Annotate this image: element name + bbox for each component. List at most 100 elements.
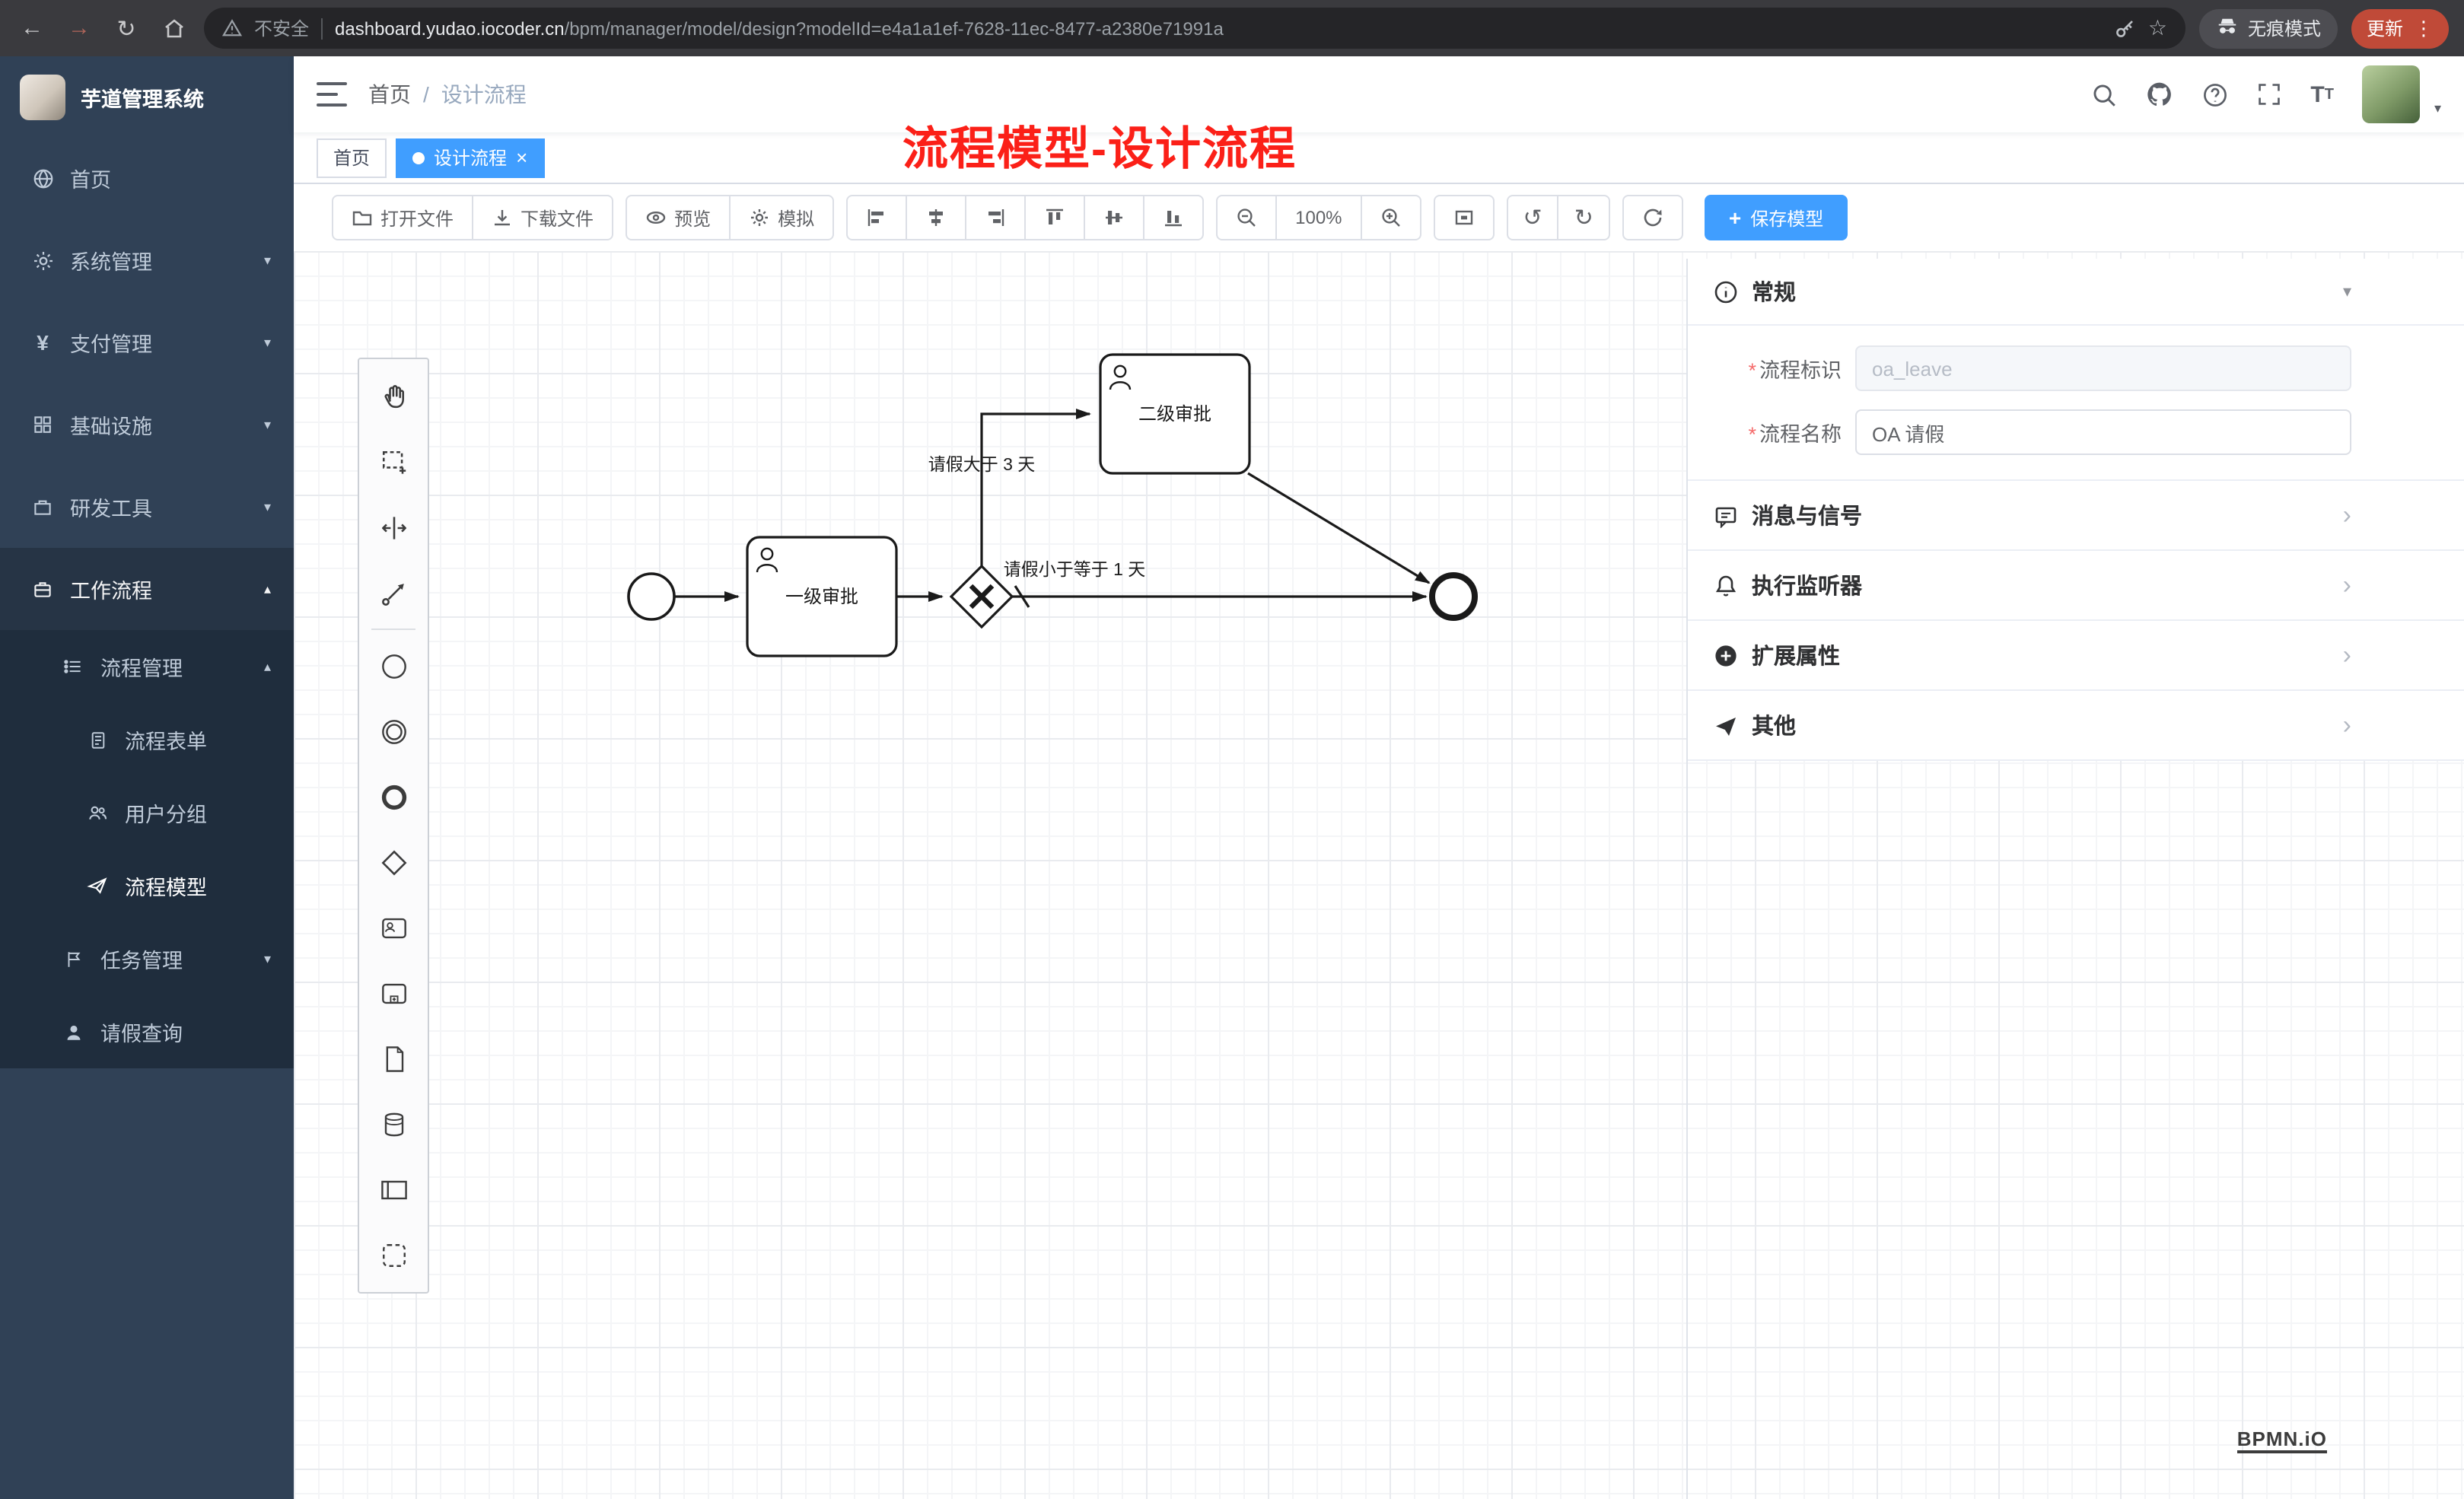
tag-design-process[interactable]: 设计流程 ×	[396, 138, 545, 177]
zoom-out-icon[interactable]	[1216, 195, 1278, 240]
align-middle-icon[interactable]	[1084, 195, 1145, 240]
task-second-approval[interactable]: 二级审批	[1099, 353, 1251, 475]
sidebar-item-label: 流程模型	[125, 877, 207, 899]
required-asterisk: *	[1748, 359, 1756, 382]
forward-icon[interactable]: →	[68, 15, 91, 41]
properties-panel: 常规 ▾ *流程标识 *流程名称	[1686, 259, 2464, 1499]
sidebar-item-payment[interactable]: ¥ 支付管理 ▾	[0, 301, 294, 384]
open-file-button[interactable]: 打开文件	[332, 195, 474, 240]
properties-section-listeners[interactable]: 执行监听器 ›	[1688, 551, 2464, 621]
toolbox-icon	[30, 495, 55, 519]
back-icon[interactable]: ←	[21, 15, 43, 41]
global-connect-tool-icon[interactable]	[359, 560, 428, 625]
browser-home-icon[interactable]	[157, 11, 190, 45]
undo-icon[interactable]: ↺	[1506, 195, 1559, 240]
save-model-button[interactable]: + 保存模型	[1704, 195, 1848, 240]
align-top-icon[interactable]	[1024, 195, 1086, 240]
exclusive-gateway[interactable]	[949, 564, 1014, 629]
user-task-icon[interactable]	[359, 895, 428, 960]
align-center-icon[interactable]	[906, 195, 967, 240]
plus-icon: +	[1728, 205, 1742, 230]
zoom-in-icon[interactable]	[1360, 195, 1421, 240]
user-task-icon	[756, 547, 778, 573]
group-icon[interactable]	[359, 1222, 428, 1287]
person-icon	[61, 1020, 85, 1044]
field-process-key: *流程标识	[1714, 345, 2351, 391]
caret-down-icon[interactable]: ▾	[2434, 100, 2441, 116]
end-event[interactable]	[1429, 572, 1478, 621]
preview-button[interactable]: 预览	[626, 195, 731, 240]
start-event[interactable]	[627, 572, 676, 621]
properties-section-other[interactable]: 其他 ›	[1688, 691, 2464, 761]
field-label: *流程标识	[1748, 359, 1842, 382]
task-first-approval[interactable]: 一级审批	[746, 536, 898, 657]
space-tool-icon[interactable]	[359, 495, 428, 560]
tag-home[interactable]: 首页	[317, 138, 387, 177]
sidebar-item-workflow[interactable]: 工作流程 ▴	[0, 548, 294, 630]
avatar[interactable]	[2362, 65, 2421, 123]
sidebar-item-label: 工作流程	[70, 580, 152, 603]
lasso-tool-icon[interactable]	[359, 429, 428, 495]
align-right-icon[interactable]	[965, 195, 1027, 240]
properties-section-general[interactable]: 常规 ▾	[1688, 259, 2464, 326]
default-flow-marker	[1014, 585, 1030, 608]
search-icon[interactable]	[2091, 81, 2117, 107]
sidebar-item-process-form[interactable]: 流程表单	[0, 703, 294, 776]
fullscreen-icon[interactable]	[2257, 82, 2281, 107]
process-name-input[interactable]	[1855, 409, 2351, 455]
bookmark-star-icon[interactable]: ☆	[2147, 15, 2167, 40]
bpmn-io-watermark[interactable]: BPMN.iO	[2236, 1427, 2327, 1453]
bpmn-canvas[interactable]: 请假大于 3 天 请假小于等于 1 天 一级审批	[294, 251, 2464, 1499]
github-icon[interactable]	[2146, 81, 2173, 108]
align-left-icon[interactable]	[846, 195, 908, 240]
restart-icon[interactable]	[1622, 195, 1683, 240]
download-file-button[interactable]: 下载文件	[472, 195, 614, 240]
sidebar-item-task-mgmt[interactable]: 任务管理 ▾	[0, 922, 294, 995]
address-bar[interactable]: 不安全 dashboard.yudao.iocoder.cn/bpm/manag…	[204, 8, 2185, 49]
flow-gateway-to-task2[interactable]	[980, 409, 1091, 566]
key-icon[interactable]	[2115, 18, 2136, 39]
sidebar-item-home[interactable]: 首页	[0, 137, 294, 219]
properties-section-extensions[interactable]: 扩展属性 ›	[1688, 621, 2464, 691]
sidebar-item-process-mgmt[interactable]: 流程管理 ▴	[0, 630, 294, 703]
hamburger-icon[interactable]	[317, 82, 347, 107]
app-logo[interactable]: 芋道管理系统	[0, 56, 294, 137]
sidebar-item-label: 研发工具	[70, 498, 152, 520]
breadcrumb-home[interactable]: 首页	[368, 82, 411, 107]
task-document-icon[interactable]	[359, 1026, 428, 1091]
data-store-icon[interactable]	[359, 1091, 428, 1157]
sidebar-item-user-group[interactable]: 用户分组	[0, 776, 294, 849]
hand-tool-icon[interactable]	[359, 364, 428, 429]
sidebar-item-infra[interactable]: 基础设施 ▾	[0, 384, 294, 466]
align-bottom-icon[interactable]	[1143, 195, 1205, 240]
menu-dots-icon[interactable]: ⋮	[2414, 16, 2434, 39]
sidebar-item-process-model[interactable]: 流程模型	[0, 849, 294, 922]
call-activity-icon[interactable]	[359, 960, 428, 1026]
condition-label-le1[interactable]: 请假小于等于 1 天	[1004, 559, 1146, 579]
participant-icon[interactable]	[359, 1157, 428, 1222]
update-button[interactable]: 更新 ⋮	[2351, 8, 2449, 48]
simulate-button[interactable]: 模拟	[729, 195, 835, 240]
sidebar-item-system[interactable]: 系统管理 ▾	[0, 219, 294, 301]
gateway-icon[interactable]	[359, 829, 428, 895]
flow-task2-to-end[interactable]	[1247, 472, 1431, 584]
start-event-icon[interactable]	[359, 633, 428, 699]
fit-viewport-icon[interactable]	[1433, 195, 1495, 240]
close-icon[interactable]: ×	[516, 146, 528, 169]
sidebar-item-devtools[interactable]: 研发工具 ▾	[0, 466, 294, 548]
gear-icon	[30, 248, 55, 272]
properties-section-messages[interactable]: 消息与信号 ›	[1688, 481, 2464, 551]
tag-label: 设计流程	[434, 148, 508, 169]
sidebar-item-leave-query[interactable]: 请假查询	[0, 995, 294, 1068]
intermediate-event-icon[interactable]	[359, 699, 428, 764]
help-icon[interactable]	[2202, 81, 2228, 107]
process-key-input[interactable]	[1855, 345, 2351, 391]
redo-icon[interactable]: ↻	[1557, 195, 1610, 240]
condition-label-gt3[interactable]: 请假大于 3 天	[928, 454, 1036, 474]
zoom-level[interactable]: 100%	[1275, 195, 1362, 240]
refresh-icon[interactable]: ↻	[116, 16, 136, 42]
end-event-icon[interactable]	[359, 764, 428, 829]
